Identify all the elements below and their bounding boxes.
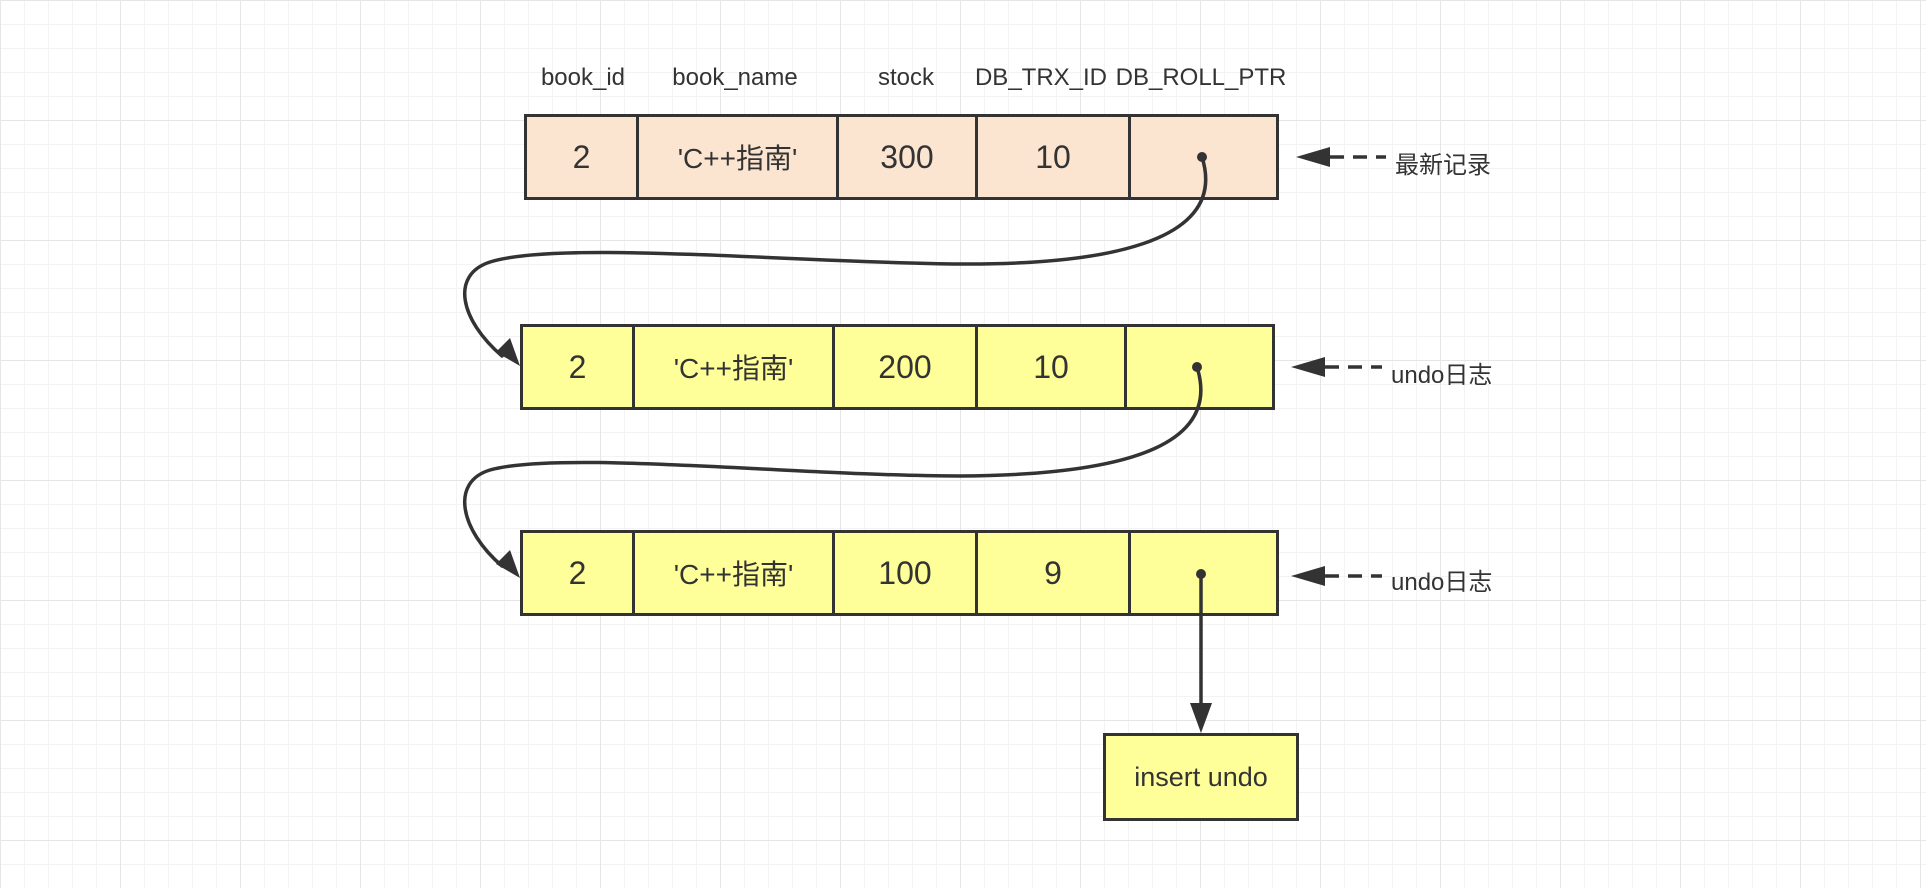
cell-trx-id: 10 [978, 327, 1127, 407]
record-latest: 2 'C++指南' 300 10 [524, 114, 1279, 200]
cell-stock: 300 [839, 117, 978, 197]
record-undo-1: 2 'C++指南' 200 10 [520, 324, 1275, 410]
label-latest-record: 最新记录 [1395, 152, 1491, 179]
cell-book-name: 'C++指南' [635, 533, 835, 613]
label-undo-log-1: undo日志 [1391, 362, 1493, 389]
roll-ptr-curve-1 [462, 155, 1208, 358]
arrowhead-insert-undo [1190, 703, 1212, 733]
column-header-book-name: book_name [672, 64, 798, 91]
cell-trx-id: 9 [978, 533, 1131, 613]
dashed-arrowhead-undo-2 [1291, 566, 1325, 586]
cell-book-id: 2 [527, 117, 639, 197]
column-header-stock: stock [877, 64, 935, 91]
column-header-db-roll-ptr: DB_ROLL_PTR [1115, 64, 1287, 91]
arrowhead-record-3 [496, 550, 520, 578]
cell-book-name: 'C++指南' [635, 327, 835, 407]
cell-book-id: 2 [523, 533, 635, 613]
cell-book-id: 2 [523, 327, 635, 407]
column-header-db-trx-id: DB_TRX_ID [974, 64, 1108, 91]
roll-ptr-dot-1 [1197, 152, 1207, 162]
insert-undo-box: insert undo [1103, 733, 1299, 821]
cell-stock: 100 [835, 533, 978, 613]
roll-ptr-curve-2 [463, 365, 1203, 568]
dashed-arrowhead-latest [1296, 147, 1330, 167]
label-undo-log-2: undo日志 [1391, 569, 1493, 596]
roll-ptr-dot-3 [1196, 569, 1206, 579]
roll-ptr-dot-2 [1192, 362, 1202, 372]
arrowhead-record-2 [496, 338, 520, 366]
cell-book-name: 'C++指南' [639, 117, 839, 197]
cell-stock: 200 [835, 327, 978, 407]
insert-undo-label: insert undo [1134, 761, 1268, 792]
cell-trx-id: 10 [978, 117, 1131, 197]
column-header-book-id: book_id [540, 64, 626, 91]
dashed-arrowhead-undo-1 [1291, 357, 1325, 377]
record-undo-2: 2 'C++指南' 100 9 [520, 530, 1279, 616]
